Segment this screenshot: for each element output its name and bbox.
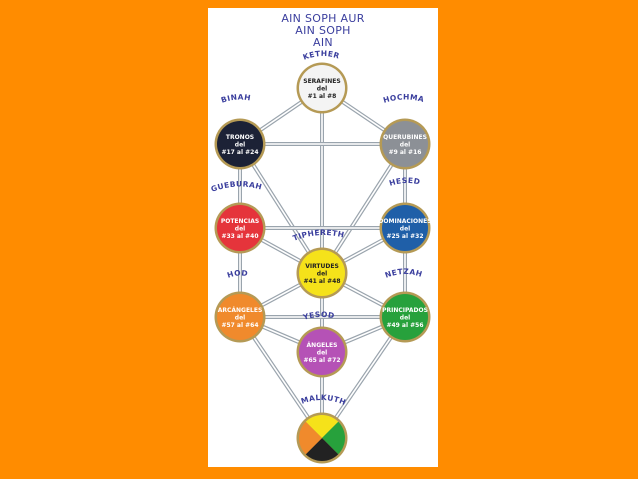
sephira-text-hod-1: del — [235, 315, 245, 322]
label-hod: HOD — [226, 268, 249, 279]
sephira-text-gueburah-1: del — [235, 226, 245, 233]
sephira-text-netzah-0: PRINCIPADOS — [382, 307, 428, 314]
label-hesed: HESED — [388, 176, 421, 188]
sephira-text-binah-0: TRONOS — [226, 134, 254, 141]
sephira-disc-gueburah — [217, 205, 263, 251]
tree-of-life-panel: AIN SOPH AUR AIN SOPH AIN KETHER BINAH H… — [208, 8, 438, 467]
malkuth-quadrant-left — [299, 421, 322, 455]
malkuth-quadrant-bottom — [305, 438, 339, 461]
sephira-text-yesod-2: #65 al #72 — [303, 357, 340, 364]
sephira-disc-tiphereth — [299, 250, 345, 296]
label-binah: BINAH — [220, 92, 252, 104]
label-yesod: YESOD — [301, 310, 335, 322]
sephira-text-netzah-1: del — [400, 315, 410, 322]
label-netzah: NETZAH — [384, 267, 424, 280]
sephira-malkuth — [296, 412, 348, 464]
label-kether: KETHER — [302, 49, 341, 62]
path-core-hochmah-tiphereth — [321, 143, 406, 274]
sephira-text-yesod-0: ÁNGELES — [307, 342, 338, 349]
tree-of-life-diagram: AIN SOPH AUR AIN SOPH AIN KETHER BINAH H… — [208, 8, 432, 464]
sephira-text-netzah-2: #49 al #56 — [386, 322, 423, 329]
title-line-1: AIN SOPH AUR — [281, 12, 364, 25]
sephira-disc-netzah — [382, 294, 428, 340]
title-line-3: AIN — [313, 36, 333, 49]
sephira-text-hod-2: #57 al #64 — [221, 322, 258, 329]
sephira-text-hesed-1: del — [400, 226, 410, 233]
label-gueburah: GUEBURAH — [210, 179, 263, 193]
sephira-text-gueburah-2: #33 al #40 — [221, 233, 258, 240]
sephira-text-hod-0: ARCÁNGELES — [218, 307, 263, 314]
sephira-text-kether-0: SERAFINES — [303, 78, 340, 85]
sephira-disc-hochmah — [382, 121, 428, 167]
sephira-disc-binah — [217, 121, 263, 167]
sephira-text-tiphereth-1: del — [317, 271, 327, 278]
title-line-2: AIN SOPH — [295, 24, 350, 37]
sephira-text-yesod-1: del — [317, 350, 327, 357]
sephira-text-hochmah-0: QUERUBINES — [383, 134, 427, 141]
sephira-text-hesed-2: #25 al #32 — [386, 233, 423, 240]
sephira-text-hesed-0: DOMINACIONES — [378, 218, 431, 225]
sephira-disc-hesed — [382, 205, 428, 251]
sephira-text-kether-2: #1 al #8 — [308, 93, 337, 100]
sephira-text-gueburah-0: POTENCIAS — [221, 218, 259, 225]
sephira-text-hochmah-2: #9 al #16 — [389, 149, 422, 156]
sephira-disc-yesod — [299, 329, 345, 375]
label-tiphereth: TIPHERETH — [292, 228, 346, 243]
sephira-disc-kether — [299, 65, 345, 111]
sephira-text-tiphereth-0: VIRTUDES — [305, 263, 339, 270]
malkuth-quadrant-top — [305, 415, 339, 438]
sephira-disc-hod — [217, 294, 263, 340]
sephira-text-hochmah-1: del — [400, 142, 410, 149]
sephira-text-kether-1: del — [317, 86, 327, 93]
sephira-text-binah-1: del — [235, 142, 245, 149]
sephira-text-binah-2: #17 al #24 — [221, 149, 258, 156]
malkuth-quadrant-right — [322, 421, 345, 455]
sephira-text-tiphereth-2: #41 al #48 — [303, 278, 340, 285]
